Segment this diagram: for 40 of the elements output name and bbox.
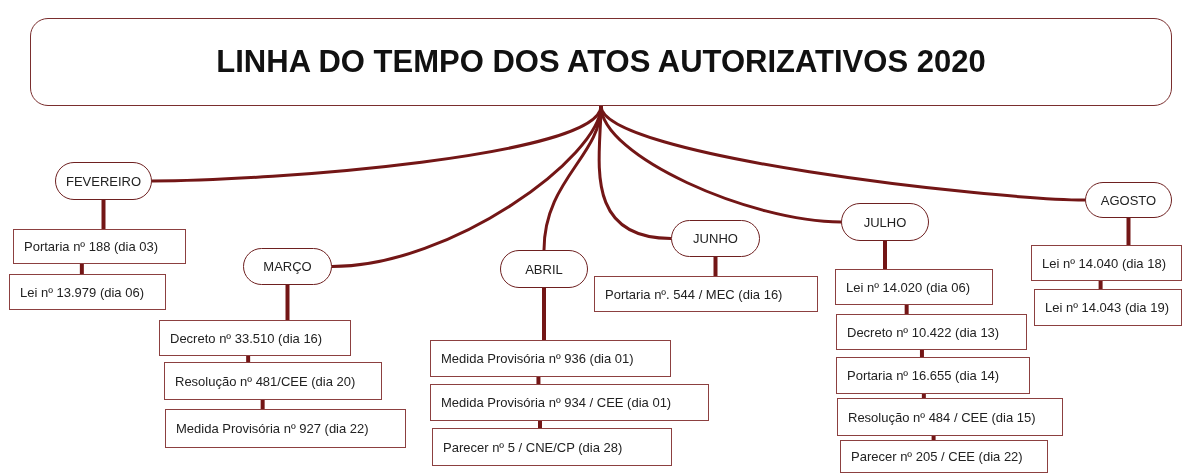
act-box: Parecer nº 205 / CEE (dia 22) <box>840 440 1048 473</box>
act-box: Medida Provisória nº 927 (dia 22) <box>165 409 406 448</box>
act-box: Portaria nº 188 (dia 03) <box>13 229 186 264</box>
connector-line <box>921 394 926 398</box>
act-box: Resolução nº 484 / CEE (dia 15) <box>837 398 1063 436</box>
act-box: Lei nº 14.040 (dia 18) <box>1031 245 1182 281</box>
connector-line <box>599 105 1086 202</box>
act-box: Resolução nº 481/CEE (dia 20) <box>164 362 382 400</box>
act-box: Medida Provisória nº 934 / CEE (dia 01) <box>430 384 709 421</box>
act-box: Lei nº 14.020 (dia 06) <box>835 269 993 305</box>
month-pill: JULHO <box>841 203 929 241</box>
month-pill: MARÇO <box>243 248 332 285</box>
connector-line <box>79 264 84 274</box>
act-box: Decreto nº 33.510 (dia 16) <box>159 320 351 356</box>
connector-line <box>101 200 106 229</box>
act-box: Lei nº 14.043 (dia 19) <box>1034 289 1182 326</box>
connector-line <box>883 241 887 269</box>
connector-line <box>285 285 290 320</box>
connector-line <box>260 400 265 409</box>
act-box: Parecer nº 5 / CNE/CP (dia 28) <box>432 428 672 466</box>
connector-line <box>904 305 909 314</box>
month-pill: FEVEREIRO <box>55 162 152 200</box>
title-box: LINHA DO TEMPO DOS ATOS AUTORIZATIVOS 2020 <box>30 18 1172 106</box>
month-pill: JUNHO <box>671 220 760 257</box>
connector-line <box>713 257 718 276</box>
connector-line <box>931 436 936 440</box>
month-pill: ABRIL <box>500 250 588 288</box>
connector-line <box>538 421 542 428</box>
month-pill: AGOSTO <box>1085 182 1172 218</box>
act-box: Lei nº 13.979 (dia 06) <box>9 274 166 310</box>
connector-line <box>919 350 924 357</box>
act-box: Medida Provisória nº 936 (dia 01) <box>430 340 671 377</box>
connector-line <box>536 377 541 384</box>
connector-line <box>542 288 546 340</box>
connector-line <box>246 356 251 362</box>
connector-line <box>1098 281 1103 289</box>
connector-line <box>1126 218 1131 245</box>
act-box: Portaria nº 16.655 (dia 14) <box>836 357 1030 394</box>
act-box: Decreto nº 10.422 (dia 13) <box>836 314 1027 350</box>
act-box: Portaria nº. 544 / MEC (dia 16) <box>594 276 818 312</box>
